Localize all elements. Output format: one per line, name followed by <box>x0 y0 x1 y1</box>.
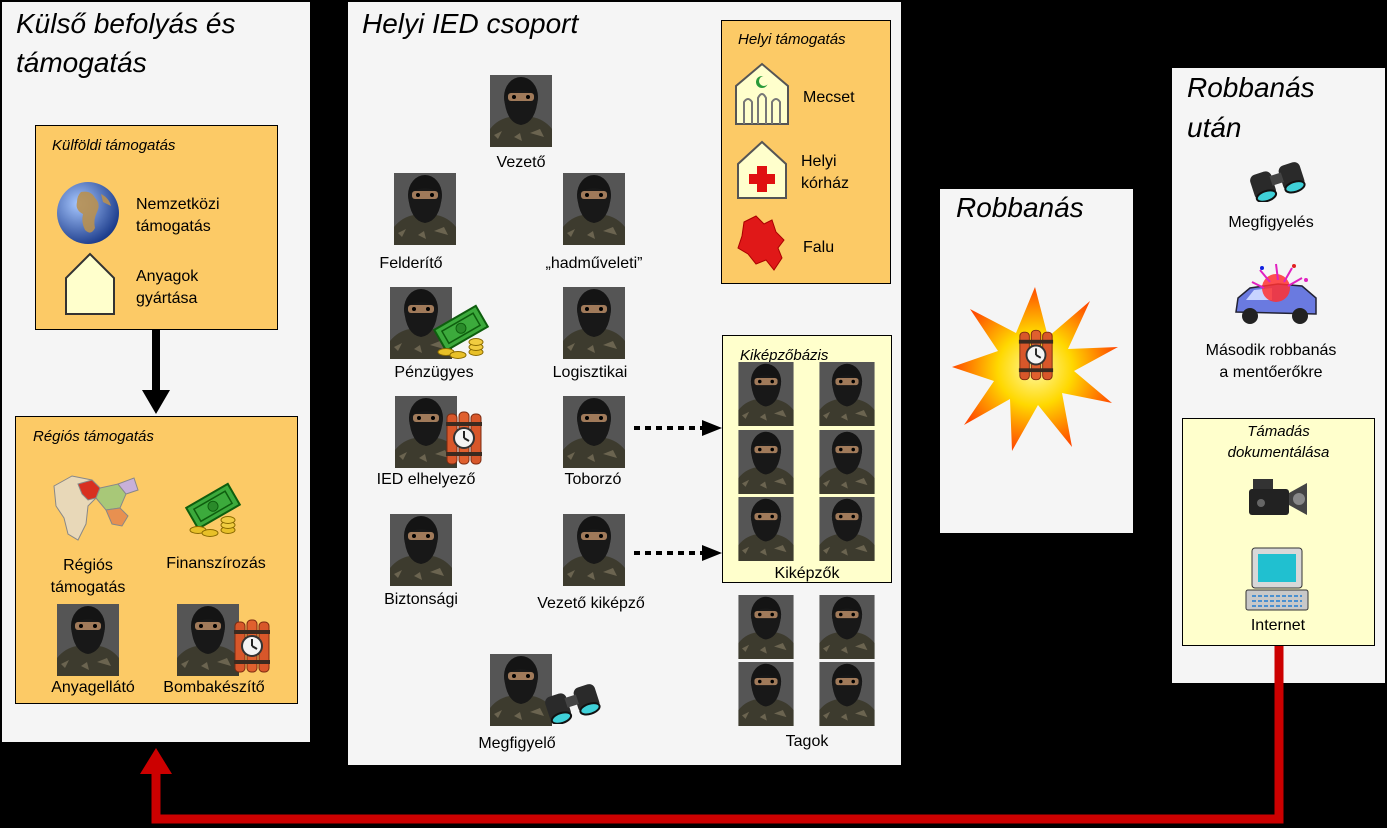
after-title-line1: Robbanás <box>1187 72 1315 103</box>
members-label: Tagok <box>785 733 829 750</box>
surveillance-label: Megfigyelés <box>1228 214 1314 231</box>
hospital-label-line1: Helyi <box>801 153 837 170</box>
regional-label-line1: Régiós <box>63 557 113 574</box>
house-icon <box>64 252 116 316</box>
second-blast-label-line2: a mentőerőkre <box>1219 364 1323 381</box>
regional-map-icon <box>48 468 140 548</box>
international-label-line1: Nemzetközi <box>136 196 220 213</box>
mosque-icon <box>734 62 790 126</box>
computer-icon <box>1244 546 1310 612</box>
after-title-line2: után <box>1187 112 1242 143</box>
operational-label: „hadműveleti” <box>545 255 643 272</box>
regional-support-title: Régiós támogatás <box>33 428 154 445</box>
ied-placer-label: IED elhelyező <box>376 471 476 488</box>
leader-label: Vezető <box>496 154 546 171</box>
video-camera-icon <box>1247 475 1309 519</box>
materials-label-line1: Anyagok <box>136 268 199 285</box>
car-blast-icon <box>1232 262 1320 332</box>
materials-label-line2: gyártása <box>136 290 198 307</box>
foreign-to-regional-arrow <box>140 330 172 416</box>
explosion-title: Robbanás <box>956 192 1084 223</box>
village-map-icon <box>734 212 790 276</box>
recruiter-to-training-arrow <box>634 418 724 438</box>
external-title-line2: támogatás <box>16 47 147 78</box>
trainers-label: Kiképzők <box>774 565 840 582</box>
international-label-line2: támogatás <box>136 218 211 235</box>
documentation-title-line1: Támadás <box>1247 423 1310 440</box>
local-support-title: Helyi támogatás <box>738 31 846 48</box>
documentation-title-line2: dokumentálása <box>1227 444 1330 461</box>
second-blast-label-line1: Második robbanás <box>1205 342 1337 359</box>
village-label: Falu <box>803 239 835 256</box>
recruiter-label: Toborzó <box>564 471 622 488</box>
lead-trainer-label: Vezető kiképző <box>537 595 645 612</box>
supplier-label: Anyagellátó <box>51 679 135 696</box>
training-base-title: Kiképzőbázis <box>740 347 829 364</box>
scout-label: Felderítő <box>379 255 443 272</box>
mosque-label: Mecset <box>803 89 855 106</box>
hospital-label-line2: kórház <box>801 175 850 192</box>
regional-label-line2: támogatás <box>50 579 126 596</box>
observer-label: Megfigyelő <box>478 735 556 752</box>
security-label: Biztonsági <box>384 591 458 608</box>
external-title-line1: Külső befolyás és <box>16 8 236 39</box>
internet-label: Internet <box>1250 617 1306 634</box>
logistics-label: Logisztikai <box>552 364 628 381</box>
finance-label: Pénzügyes <box>394 364 474 381</box>
foreign-support-title: Külföldi támogatás <box>52 137 176 154</box>
financing-label: Finanszírozás <box>166 555 266 572</box>
globe-icon <box>55 180 121 246</box>
bombmaker-label: Bombakészítő <box>163 679 265 696</box>
hospital-icon <box>736 140 788 200</box>
local-title: Helyi IED csoport <box>362 8 579 39</box>
trainer-to-training-arrow <box>634 543 724 563</box>
